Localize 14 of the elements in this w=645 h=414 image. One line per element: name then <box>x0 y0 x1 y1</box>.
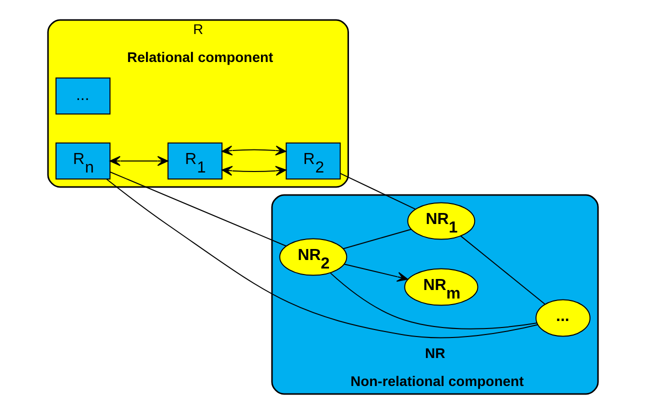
connector <box>460 235 545 305</box>
connector <box>342 228 412 250</box>
arrow <box>221 146 286 156</box>
node-box: ... <box>55 78 110 114</box>
arrow <box>109 156 168 166</box>
connector <box>106 178 538 338</box>
node-label: Non-relational component <box>350 373 524 390</box>
node-label: Relational component <box>126 49 273 66</box>
node-ellipse: ... <box>535 299 590 337</box>
connector <box>329 272 538 330</box>
arrow <box>343 264 408 282</box>
connector <box>109 172 286 247</box>
connector <box>339 172 416 210</box>
arrow <box>221 166 286 176</box>
